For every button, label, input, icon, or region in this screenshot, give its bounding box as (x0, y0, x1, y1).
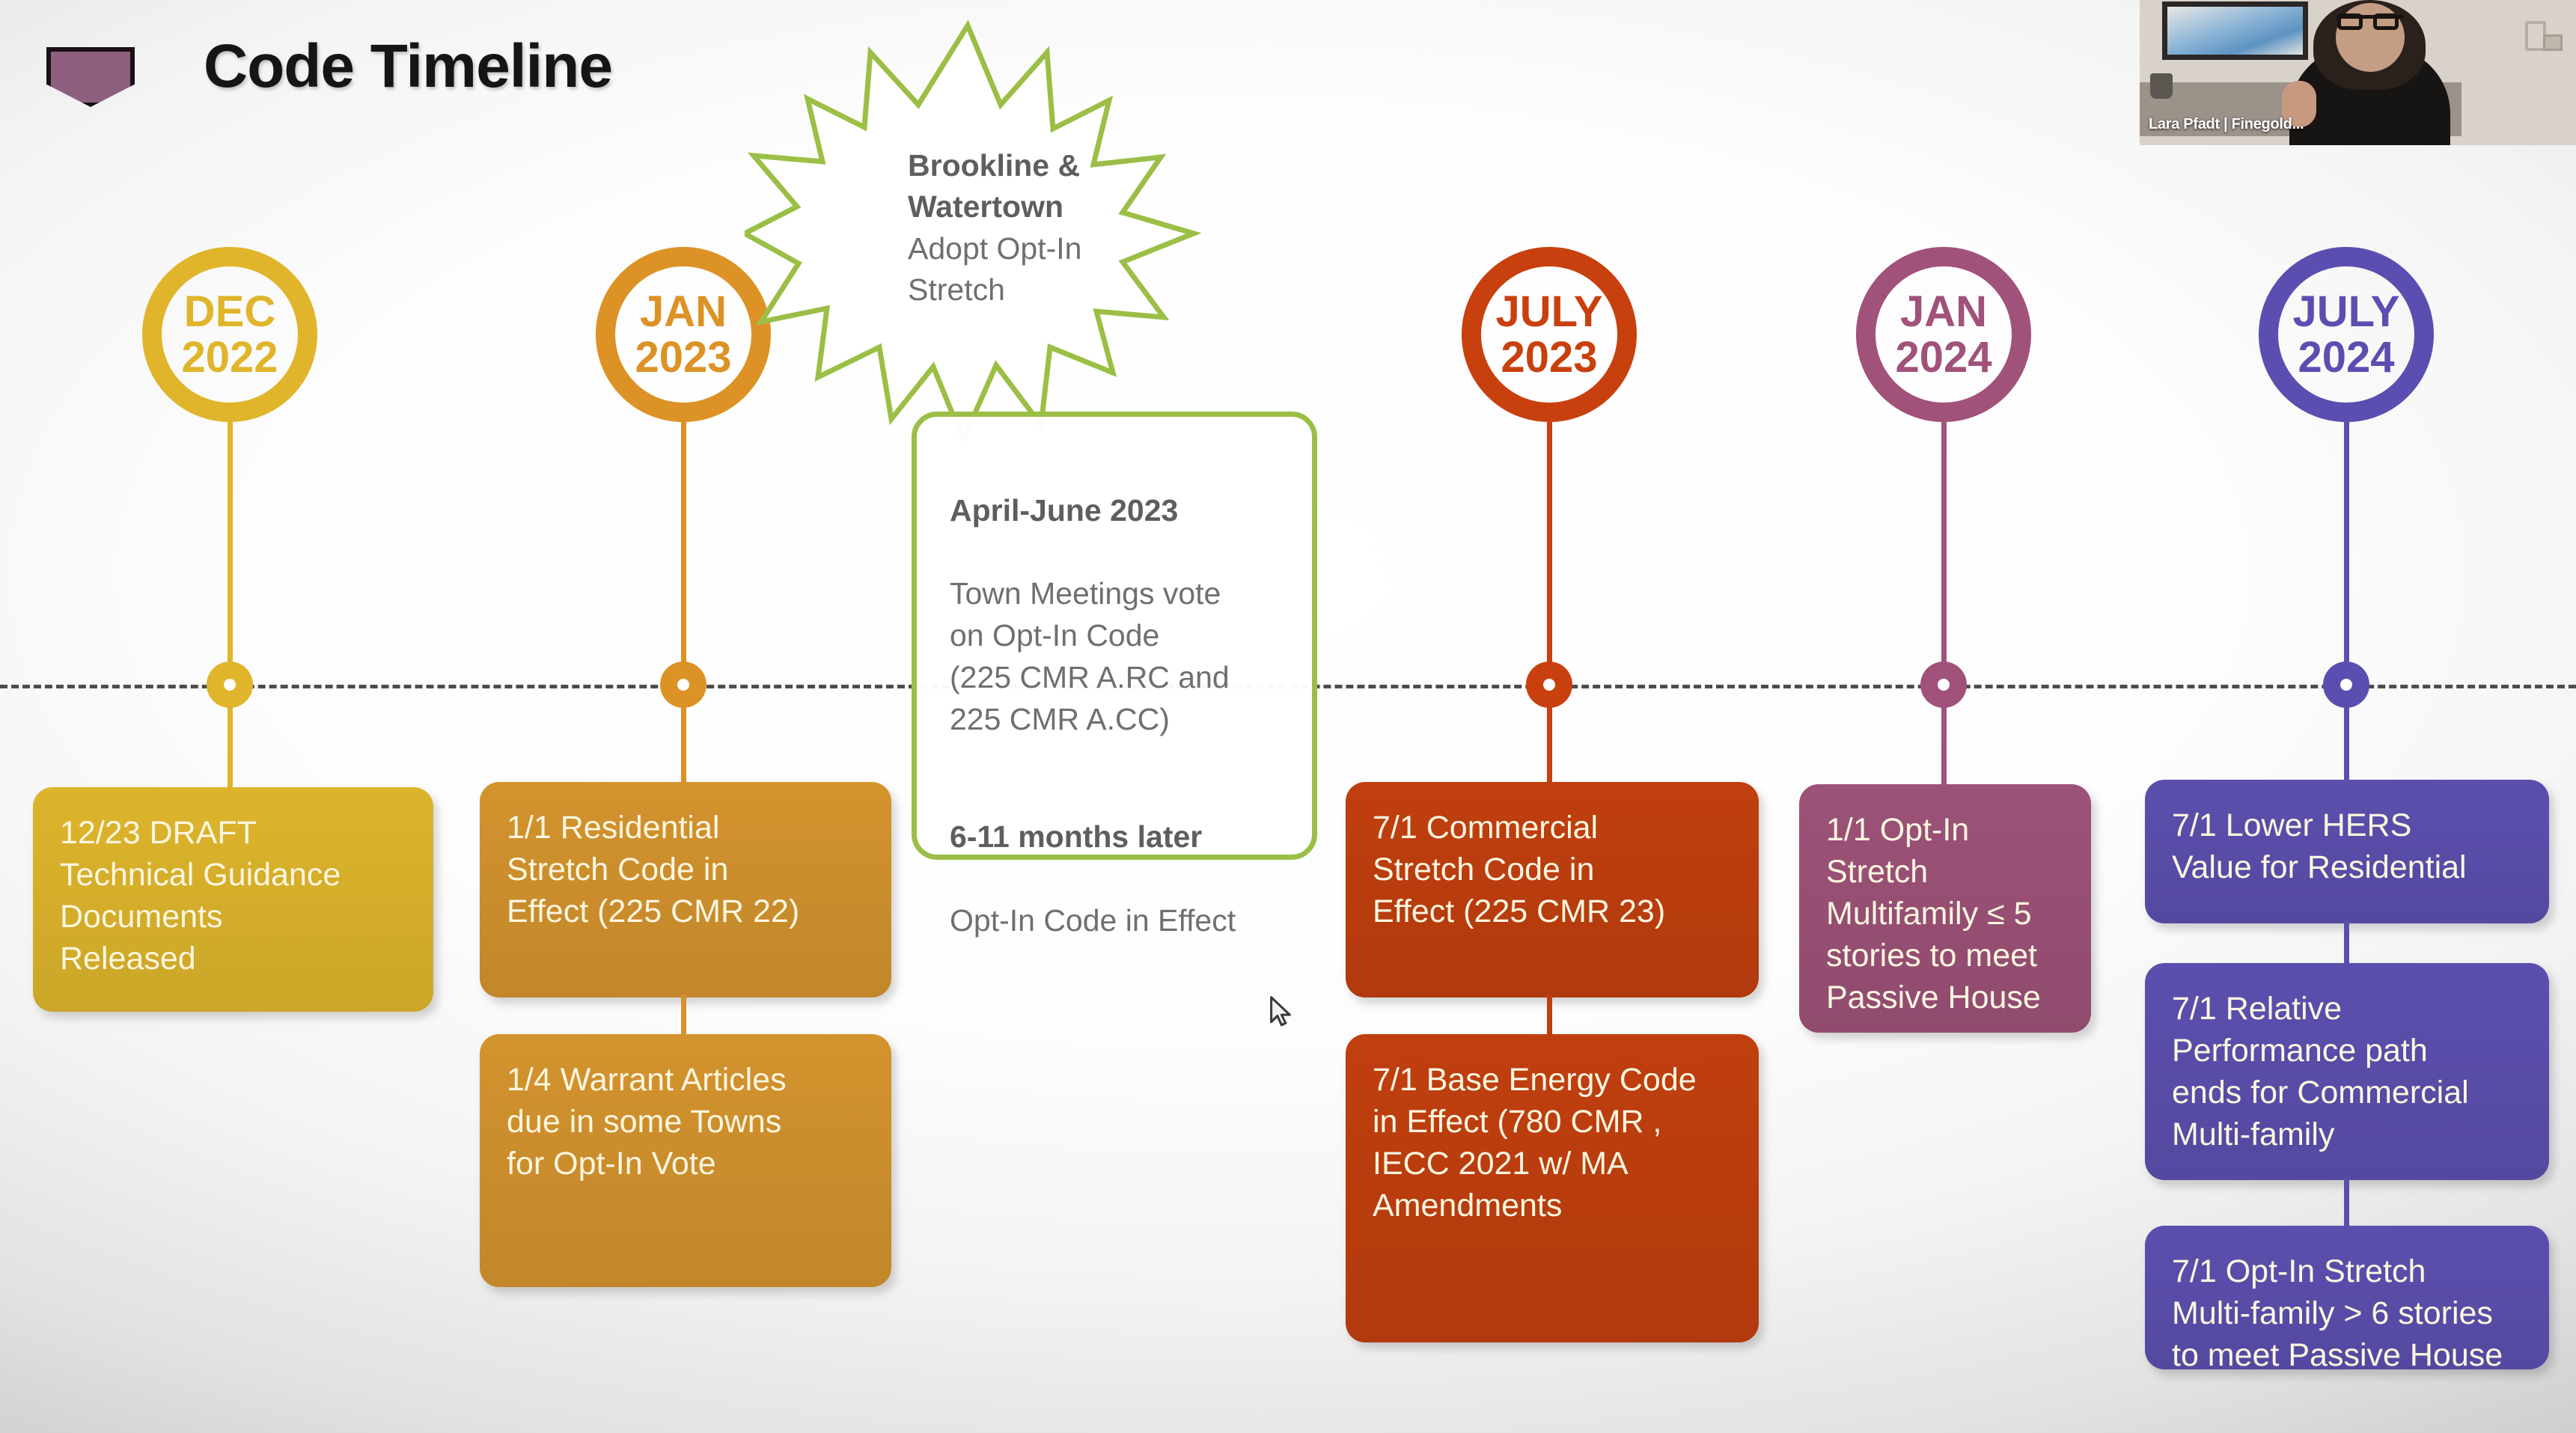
timeline-card-july-2023-2: 7/1 Base Energy Code in Effect (780 CMR … (1346, 1034, 1759, 1342)
wall-picture-image (2167, 7, 2303, 55)
node-year-label: 2023 (635, 333, 732, 382)
timeline-card-connector-jan-2023-1 (680, 994, 686, 1037)
timeline-node-dot-jan-2024 (1920, 661, 1967, 708)
starburst-body: Adopt Opt-In Stretch (908, 230, 1082, 308)
timeline-card-july-2023-1: 7/1 Commercial Stretch Code in Effect (2… (1346, 782, 1759, 997)
mouse-cursor-icon (1268, 995, 1293, 1028)
node-year-label: 2024 (1895, 333, 1992, 382)
timeline-node-drop-jan-2023 (680, 705, 686, 783)
page-title: Code Timeline (204, 32, 613, 100)
starburst-callout: Brookline & Watertown Adopt Opt-In Stret… (745, 9, 1201, 458)
node-month-label: JULY (1495, 287, 1603, 336)
node-month-label: DEC (183, 287, 276, 336)
participant-name-label: Lara Pfadt | Finegold... (2149, 116, 2304, 132)
node-month-label: JULY (2292, 287, 2400, 336)
slide-header: Code Timeline (0, 0, 2576, 157)
timeline-card-connector-july-2024-1 (2343, 920, 2349, 966)
timeline-node-stem-july-2024 (2343, 422, 2349, 662)
timeline-card-jan-2023-1: 1/1 Residential Stretch Code in Effect (… (480, 782, 891, 997)
starburst-title: Brookline & Watertown (908, 148, 1081, 224)
node-year-label: 2024 (2298, 333, 2395, 382)
starburst-text: Brookline & Watertown Adopt Opt-In Stret… (908, 145, 1125, 311)
glasses-left-lens-icon (2337, 13, 2363, 30)
green-callout-box: April-June 2023 Town Meetings vote on Op… (912, 412, 1317, 938)
green-callout-block-2: 6-11 months later Opt-In Code in Effect (950, 774, 1282, 941)
timeline-card-july-2024-2: 7/1 Relative Performance path ends for C… (2145, 963, 2549, 1180)
timeline-node-stem-dec-2022 (227, 422, 233, 662)
person-hand (2282, 81, 2316, 127)
node-month-label: JAN (639, 287, 727, 336)
timeline-node-dot-july-2023 (1526, 661, 1572, 708)
green-callout-body-1: Town Meetings vote on Opt-In Code (225 C… (950, 576, 1230, 736)
cup-object (2150, 73, 2173, 99)
node-month-label: JAN (1899, 287, 1988, 336)
node-year-label: 2022 (181, 333, 278, 382)
wall-panel-icon (2543, 34, 2563, 51)
timeline-node-drop-july-2024 (2343, 705, 2349, 781)
timeline-node-stem-jan-2023 (680, 422, 686, 662)
green-callout-title-2: 6-11 months later (950, 819, 1203, 854)
timeline-card-connector-july-2024-2 (2343, 1177, 2349, 1229)
timeline-node-dot-dec-2022 (207, 661, 253, 708)
shield-icon (46, 47, 135, 107)
timeline-card-jan-2024-1: 1/1 Opt-In Stretch Multifamily ≤ 5 stori… (1799, 784, 2091, 1033)
wall-picture-frame (2162, 1, 2308, 60)
timeline-node-stem-jan-2024 (1941, 422, 1947, 662)
timeline-card-dec-2022-1: 12/23 DRAFT Technical Guidance Documents… (33, 787, 433, 1012)
timeline-node-stem-july-2023 (1546, 422, 1552, 662)
glasses-right-lens-icon (2373, 13, 2399, 30)
timeline-card-july-2024-3: 7/1 Opt-In Stretch Multi-family > 6 stor… (2145, 1226, 2549, 1373)
timeline-node-dot-jan-2023 (660, 661, 706, 708)
timeline-card-connector-july-2023-1 (1546, 994, 1552, 1037)
glasses-icon (2337, 15, 2404, 28)
green-callout-title-1: April-June 2023 (950, 492, 1179, 528)
timeline-card-jan-2023-2: 1/4 Warrant Articles due in some Towns f… (480, 1034, 891, 1287)
node-year-label: 2023 (1501, 333, 1598, 382)
timeline-node-drop-jan-2024 (1941, 705, 1947, 786)
timeline-node-dot-july-2024 (2323, 661, 2369, 708)
timeline-node-drop-dec-2022 (227, 705, 233, 789)
green-callout-body-2: Opt-In Code in Effect (950, 902, 1236, 938)
green-callout-block-1: April-June 2023 Town Meetings vote on Op… (950, 448, 1282, 740)
video-participant-tile[interactable]: Lara Pfadt | Finegold... (2140, 0, 2576, 145)
timeline-card-july-2024-1: 7/1 Lower HERS Value for Residential (2145, 780, 2549, 923)
timeline-node-drop-july-2023 (1546, 705, 1552, 783)
